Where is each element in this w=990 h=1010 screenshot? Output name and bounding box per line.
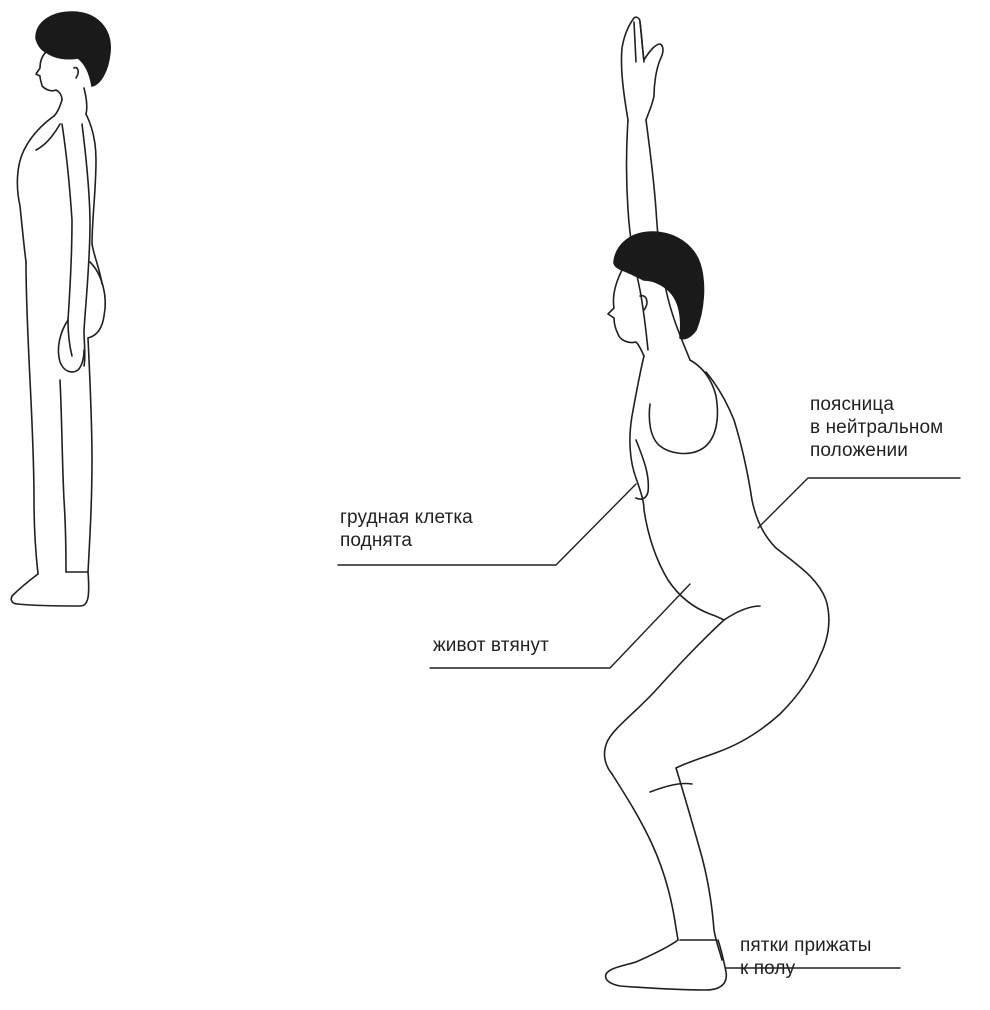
annotation-chest: грудная клетка поднята	[340, 506, 473, 552]
standing-hair	[36, 12, 110, 86]
annotation-belly-line1: живот втянут	[433, 634, 549, 657]
annotation-lower-back-line3: положении	[810, 439, 943, 462]
annotation-belly: живот втянут	[433, 634, 549, 657]
annotation-heels-line2: к полу	[740, 957, 871, 980]
squat-figure	[605, 17, 829, 990]
squat-hair	[614, 232, 703, 339]
annotation-heels: пятки прижаты к полу	[740, 934, 871, 980]
annotation-chest-line2: поднята	[340, 529, 473, 552]
leader-line-lowerback	[758, 478, 960, 528]
annotation-heels-line1: пятки прижаты	[740, 934, 871, 957]
annotation-lower-back-line2: в нейтральном	[810, 416, 943, 439]
squat-foot	[606, 940, 727, 990]
standing-face	[36, 52, 62, 100]
annotation-chest-line1: грудная клетка	[340, 506, 473, 529]
standing-foot	[11, 572, 88, 606]
standing-figure	[11, 12, 110, 606]
annotation-lower-back-line1: поясница	[810, 393, 943, 416]
annotation-lower-back: поясница в нейтральном положении	[810, 393, 943, 462]
squat-hands	[621, 17, 663, 120]
